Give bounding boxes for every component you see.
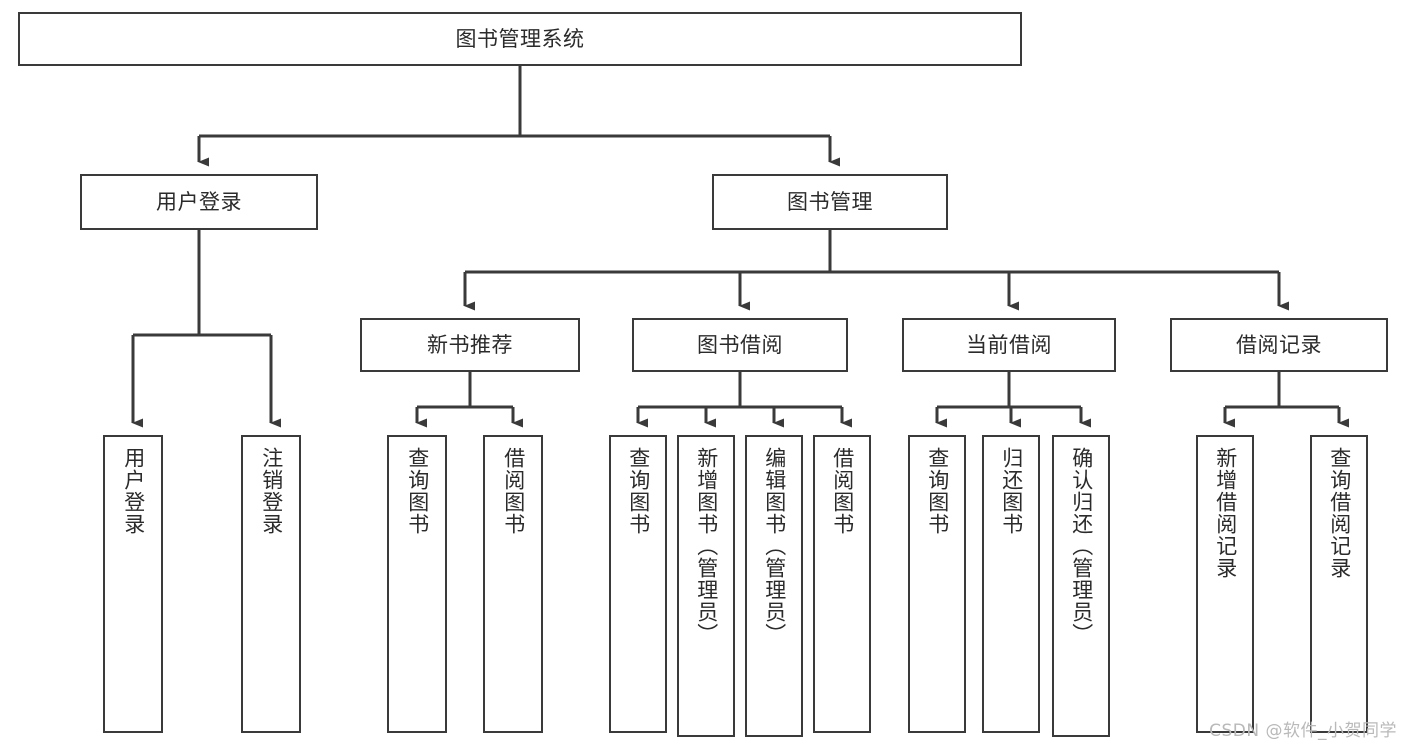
- node-leaf-query-book-2-label: 查询图书: [626, 447, 651, 535]
- node-book-manage-label: 图书管理: [787, 189, 873, 214]
- node-user-login[interactable]: 用户登录: [80, 174, 318, 230]
- node-leaf-user-login-label: 用户登录: [121, 447, 146, 535]
- node-leaf-query-record[interactable]: 查询借阅记录: [1310, 435, 1368, 733]
- node-leaf-query-book-3[interactable]: 查询图书: [908, 435, 966, 733]
- node-leaf-borrow-book-1-label: 借阅图书: [501, 447, 526, 535]
- node-leaf-query-record-label: 查询借阅记录: [1327, 447, 1352, 579]
- node-book-borrow[interactable]: 图书借阅: [632, 318, 848, 372]
- node-leaf-edit-book[interactable]: 编辑图书（管理员）: [745, 435, 803, 737]
- node-leaf-confirm-return[interactable]: 确认归还（管理员）: [1052, 435, 1110, 737]
- node-current-borrow-label: 当前借阅: [966, 332, 1052, 357]
- node-leaf-borrow-book-2-label: 借阅图书: [830, 447, 855, 535]
- node-leaf-logout-label: 注销登录: [259, 447, 284, 535]
- node-book-manage[interactable]: 图书管理: [712, 174, 948, 230]
- node-leaf-query-book-1[interactable]: 查询图书: [387, 435, 447, 733]
- node-leaf-add-record-label: 新增借阅记录: [1213, 447, 1238, 579]
- node-leaf-user-login[interactable]: 用户登录: [103, 435, 163, 733]
- node-leaf-return-book[interactable]: 归还图书: [982, 435, 1040, 733]
- node-leaf-add-book[interactable]: 新增图书（管理员）: [677, 435, 735, 737]
- node-leaf-borrow-book-1[interactable]: 借阅图书: [483, 435, 543, 733]
- node-leaf-return-book-label: 归还图书: [999, 447, 1024, 535]
- node-leaf-query-book-1-label: 查询图书: [405, 447, 430, 535]
- node-root[interactable]: 图书管理系统: [18, 12, 1022, 66]
- node-leaf-add-book-label: 新增图书（管理员）: [694, 447, 719, 645]
- node-leaf-borrow-book-2[interactable]: 借阅图书: [813, 435, 871, 733]
- node-leaf-add-record[interactable]: 新增借阅记录: [1196, 435, 1254, 733]
- node-leaf-query-book-3-label: 查询图书: [925, 447, 950, 535]
- node-current-borrow[interactable]: 当前借阅: [902, 318, 1116, 372]
- node-borrow-record[interactable]: 借阅记录: [1170, 318, 1388, 372]
- node-borrow-record-label: 借阅记录: [1236, 332, 1322, 357]
- node-leaf-logout[interactable]: 注销登录: [241, 435, 301, 733]
- node-user-login-label: 用户登录: [156, 189, 242, 214]
- node-leaf-edit-book-label: 编辑图书（管理员）: [762, 447, 787, 645]
- node-leaf-query-book-2[interactable]: 查询图书: [609, 435, 667, 733]
- node-root-label: 图书管理系统: [455, 26, 585, 51]
- node-new-book-recommend-label: 新书推荐: [427, 332, 513, 357]
- node-new-book-recommend[interactable]: 新书推荐: [360, 318, 580, 372]
- node-leaf-confirm-return-label: 确认归还（管理员）: [1069, 447, 1094, 645]
- node-book-borrow-label: 图书借阅: [697, 332, 783, 357]
